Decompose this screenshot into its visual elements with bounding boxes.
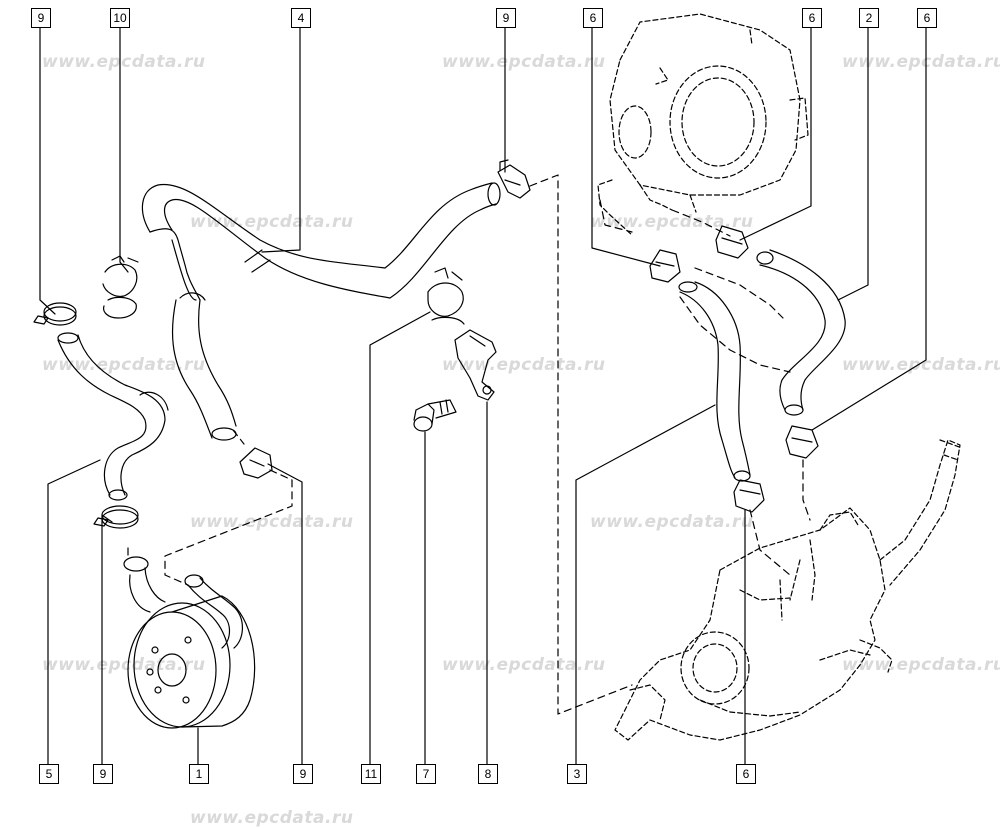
callout-7: 7: [416, 764, 436, 784]
callout-6: 6: [802, 8, 822, 28]
callout-1: 1: [189, 764, 209, 784]
leader-11: [369, 311, 431, 765]
callout-6: 6: [736, 764, 756, 784]
watermark: www.epcdata.ru: [42, 655, 206, 675]
hose-2: [756, 249, 846, 416]
leader-5: [47, 459, 101, 765]
callout-11: 11: [361, 764, 381, 784]
watermark: www.epcdata.ru: [590, 212, 754, 232]
callout-4: 4: [291, 8, 311, 28]
hose-lower-link: [171, 292, 237, 441]
watermark: www.epcdata.ru: [42, 355, 206, 375]
watermark: www.epcdata.ru: [442, 52, 606, 72]
watermark: www.epcdata.ru: [190, 512, 354, 532]
hose-4: [141, 182, 501, 301]
leader-2: [837, 25, 869, 301]
leader-10: [119, 25, 129, 273]
callout-9: 9: [31, 8, 51, 28]
leader-6-top-c: [811, 25, 927, 431]
callout-8: 8: [478, 764, 498, 784]
callout-9: 9: [293, 764, 313, 784]
callout-9: 9: [93, 764, 113, 784]
leader-9-top-left: [39, 25, 56, 315]
bracket-8: [454, 329, 497, 401]
watermark: www.epcdata.ru: [190, 212, 354, 232]
leader-6-top-a: [591, 25, 661, 267]
watermark: www.epcdata.ru: [442, 355, 606, 375]
callout-10: 10: [110, 8, 130, 28]
callout-5: 5: [39, 764, 59, 784]
watermark: www.epcdata.ru: [590, 512, 754, 532]
watermark: www.epcdata.ru: [442, 655, 606, 675]
watermark: www.epcdata.ru: [842, 355, 1000, 375]
bolt-7: [413, 399, 457, 432]
leader-9-bottom-a: [101, 514, 113, 765]
thermostat-housing: [614, 439, 963, 741]
clamp-9-bottom-a: [93, 505, 139, 529]
clamp-10: [102, 255, 139, 319]
watermark: www.epcdata.ru: [842, 655, 1000, 675]
throttle-body: [597, 13, 809, 236]
assembly-lines: [127, 174, 811, 715]
clamp-6-c: [785, 425, 819, 459]
callout-3: 3: [567, 764, 587, 784]
clamp-9-top-left: [33, 302, 77, 326]
clamp-9-bottom-b: [239, 447, 273, 479]
hose-3: [678, 281, 751, 482]
clamp-11: [427, 267, 465, 325]
leader-9-bottom-b: [267, 463, 303, 765]
clamp-6-a: [649, 249, 681, 283]
clamp-9-top-mid: [497, 159, 531, 199]
hose-5: [57, 332, 169, 501]
watermark: www.epcdata.ru: [42, 52, 206, 72]
leader-lines: [39, 25, 927, 765]
clamp-6-b: [715, 225, 749, 259]
watermark: www.epcdata.ru: [842, 52, 1000, 72]
clamp-6-d: [733, 479, 765, 513]
callout-6: 6: [583, 8, 603, 28]
callout-9: 9: [496, 8, 516, 28]
leader-4: [261, 25, 301, 253]
callout-2: 2: [859, 8, 879, 28]
leader-6-top-b: [739, 25, 812, 241]
oil-cooler-1: [123, 556, 256, 729]
callout-6: 6: [917, 8, 937, 28]
leader-3: [575, 404, 716, 765]
